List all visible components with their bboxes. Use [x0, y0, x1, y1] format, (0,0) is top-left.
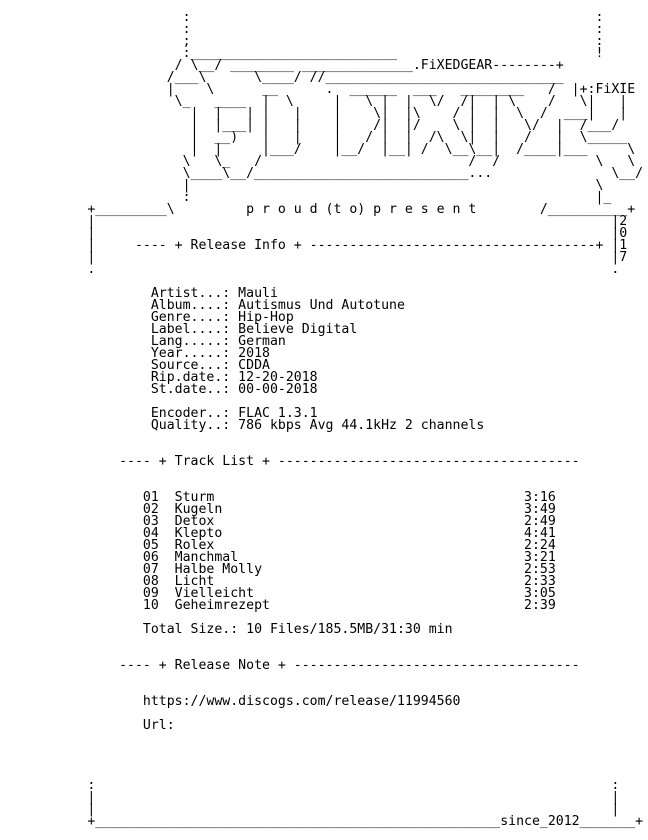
nfo-line: Encoder..: FLAC 1.3.1 — [0, 406, 318, 421]
ascii-logo-line: | | | | | | \| |\ / | | \ / ___| | — [0, 106, 628, 121]
nfo-line: Quality..: 786 kbps Avg 44.1kHz 2 channe… — [0, 418, 485, 433]
nfo-line: Album....: Autismus Und Autotune — [0, 298, 405, 313]
ascii-logo-line: \ \_ / / / \ \ — [0, 154, 636, 169]
ascii-logo-line: \_ ____ | \ | \ | | \/ /| | \ / \| | — [0, 94, 628, 109]
nfo-line: ---- + Track List + --------------------… — [0, 454, 580, 469]
nfo-line: | |2 — [0, 214, 628, 229]
nfo-line: 01 Sturm 3:16 — [0, 490, 556, 505]
nfo-line: Lang.....: German — [0, 334, 286, 349]
ascii-logo-line: \____\__/___________________________... … — [0, 166, 644, 181]
nfo-line: +_______________________________________… — [0, 814, 644, 829]
nfo-line: Genre....: Hip-Hop — [0, 310, 294, 325]
nfo-line: . . — [0, 262, 620, 277]
nfo-line: 10 Geheimrezept 2:39 — [0, 598, 556, 613]
nfo-line: | | — [0, 802, 620, 817]
ascii-logo-line: | \ __ . ______ ___ ________ / |+:FiXIE — [0, 82, 636, 97]
nfo-line: ---- + Release Note + ------------------… — [0, 658, 580, 673]
nfo-line: 04 Klepto 4:41 — [0, 526, 556, 541]
ascii-logo-line: : : — [0, 22, 604, 37]
ascii-logo-line: +_________\ p r o u d (t o) p r e s e n … — [0, 202, 636, 217]
nfo-line: Total Size.: 10 Files/185.5MB/31:30 min — [0, 622, 453, 637]
nfo-line: | |7 — [0, 250, 628, 265]
nfo-line: St.date..: 00-00-2018 — [0, 382, 318, 397]
nfo-line: : : — [0, 778, 620, 793]
nfo-line: | ---- + Release Info + ----------------… — [0, 238, 628, 253]
nfo-line: Url: — [0, 718, 175, 733]
ascii-logo-line: /___\ \____/ //_________________________… — [0, 70, 564, 85]
nfo-line: 08 Licht 2:33 — [0, 574, 556, 589]
ascii-logo-line: | | |___/ |__/ |__| / \__\__| /____|___ … — [0, 142, 636, 157]
nfo-line: 06 Manchmal 3:21 — [0, 550, 556, 565]
ascii-logo-line: / \__/ ________ ______________.FiXEDGEAR… — [0, 58, 564, 73]
nfo-line: Rip.date.: 12-20-2018 — [0, 370, 318, 385]
nfo-line: | |0 — [0, 226, 628, 241]
nfo-line: 02 Kugeln 3:49 — [0, 502, 556, 517]
ascii-logo-line: | \ — [0, 178, 604, 193]
nfo-line: 09 Vielleicht 3:05 — [0, 586, 556, 601]
nfo-line: Source...: CDDA — [0, 358, 270, 373]
nfo-line: Artist...: Mauli — [0, 286, 278, 301]
ascii-logo-line: | __) | | | / | | /\ \| | / | \_____ — [0, 130, 628, 145]
nfo-line: https://www.discogs.com/release/11994560 — [0, 694, 461, 709]
ascii-logo-line: :__________________________ ! — [0, 46, 604, 61]
nfo-line: 03 Detox 2:49 — [0, 514, 556, 529]
ascii-logo-line: : : — [0, 10, 604, 25]
ascii-logo-line: : |_ — [0, 190, 612, 205]
nfo-line: 07 Halbe Molly 2:53 — [0, 562, 556, 577]
nfo-line: Label....: Believe Digital — [0, 322, 358, 337]
nfo-line: | | — [0, 790, 620, 805]
nfo-line: 05 Rolex 2:24 — [0, 538, 556, 553]
ascii-logo-line: | |___| | | | /| |/ \ | | \/ | /___/ — [0, 118, 620, 133]
nfo-line: Year.....: 2018 — [0, 346, 270, 361]
ascii-logo-line: ; : — [0, 34, 604, 49]
